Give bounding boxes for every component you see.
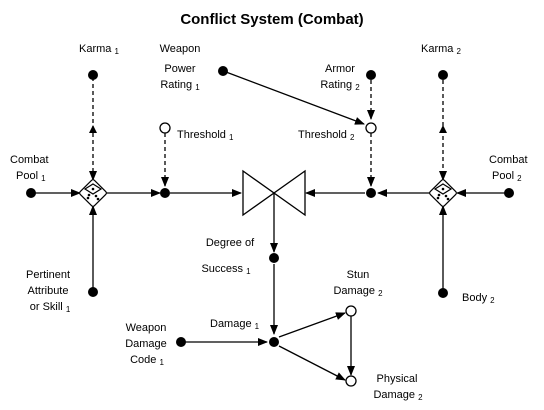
node-threshold2	[365, 122, 377, 134]
label-pertinent-l1: Pertinent	[26, 269, 70, 281]
node-stun-damage2	[345, 305, 357, 317]
label-karma1: Karma 1	[79, 43, 119, 56]
label-weapon-power-l1: Weapon	[160, 43, 201, 55]
node-damage1	[269, 337, 279, 347]
label-combat-pool1-l1: Combat	[10, 154, 49, 166]
label-weapon-power-l3: Rating 1	[160, 79, 200, 92]
label-pertinent-l3: or Skill 1	[30, 301, 71, 314]
label-body2: Body 2	[462, 292, 495, 305]
label-combat-pool2-l2: Pool 2	[492, 170, 522, 183]
node-hub2	[366, 188, 376, 198]
label-armor-l2: Rating 2	[320, 79, 360, 92]
node-threshold1	[159, 122, 171, 134]
node-armor-rating2	[366, 70, 376, 80]
dice-icon-2	[429, 179, 457, 207]
label-degree-l1: Degree of	[206, 237, 255, 249]
edge-damage1-stun2	[278, 312, 346, 338]
mid-arrow-karma1	[89, 125, 97, 133]
dice-icon-1	[79, 179, 107, 207]
label-stun-l2: Damage 2	[333, 285, 383, 298]
label-physical-l1: Physical	[377, 373, 418, 385]
label-weapon-damage-l1: Weapon	[126, 322, 167, 334]
diagram-title: Conflict System (Combat)	[180, 11, 363, 28]
label-weapon-damage-l2: Damage	[125, 338, 167, 350]
label-weapon-damage-l3: Code 1	[130, 354, 164, 367]
label-degree-l2: Success 1	[201, 263, 251, 276]
node-combat-pool1	[26, 188, 36, 198]
label-damage1: Damage 1	[210, 318, 260, 331]
mid-arrow-karma2	[439, 125, 447, 133]
node-hub1	[160, 188, 170, 198]
node-degree-of-success1	[269, 253, 279, 263]
node-physical-damage2	[345, 375, 357, 387]
label-armor-l1: Armor	[325, 63, 355, 75]
edge-damage1-physical2	[278, 345, 346, 381]
label-karma2: Karma 2	[421, 43, 461, 56]
node-body2	[438, 288, 448, 298]
label-combat-pool2-l1: Combat	[489, 154, 528, 166]
label-stun-l1: Stun	[347, 269, 370, 281]
label-weapon-power-l2: Power	[164, 63, 196, 75]
node-combat-pool2	[504, 188, 514, 198]
label-threshold2: Threshold 2	[298, 129, 355, 142]
label-pertinent-l2: Attribute	[28, 285, 69, 297]
node-pertinent-attribute1	[88, 287, 98, 297]
label-physical-l2: Damage 2	[373, 389, 423, 402]
edge-power1-threshold2	[225, 71, 365, 125]
label-threshold1: Threshold 1	[177, 129, 234, 142]
label-combat-pool1-l2: Pool 1	[16, 170, 46, 183]
node-weapon-power-rating1	[218, 66, 228, 76]
bowtie-gate	[242, 169, 306, 217]
node-weapon-damage-code1	[176, 337, 186, 347]
node-karma1	[88, 70, 98, 80]
node-karma2	[438, 70, 448, 80]
